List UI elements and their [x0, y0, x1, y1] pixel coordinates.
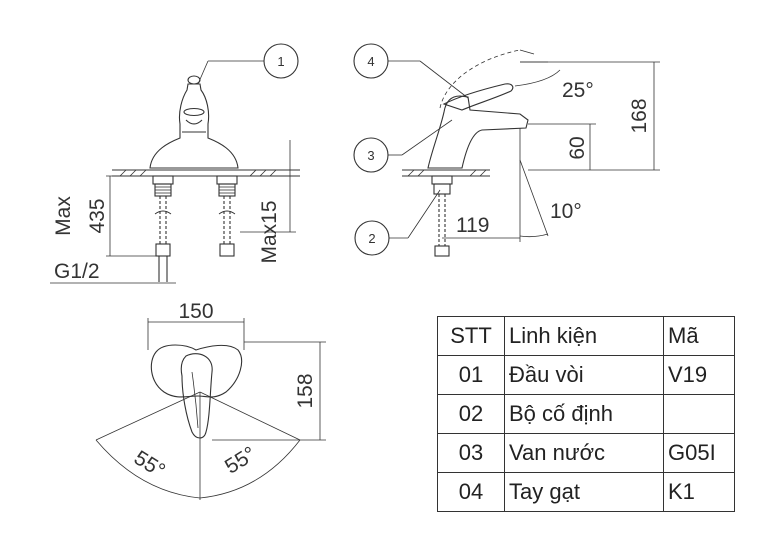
callout-1-label: 1 [277, 54, 284, 69]
parts-table-header: STT Linh kiện Mã [437, 316, 735, 356]
table-row: 04 Tay gạt K1 [437, 472, 735, 512]
row-code: K1 [663, 472, 735, 512]
faucet-body-side [427, 95, 529, 169]
row-stt: 02 [437, 394, 505, 434]
dim-158-label: 158 [294, 373, 317, 408]
dim-168-label: 168 [628, 98, 651, 133]
table-row: 03 Van nước G05I [437, 433, 735, 473]
header-component: Linh kiện [504, 316, 664, 356]
lever-handle [442, 83, 514, 111]
dim-150-label: 150 [178, 300, 213, 323]
header-stt: STT [437, 316, 505, 356]
row-code: V19 [663, 355, 735, 395]
row-component: Bộ cố định [504, 394, 664, 434]
row-component: Đầu vòi [504, 355, 664, 395]
row-code: G05I [663, 433, 735, 473]
table-row: 02 Bộ cố định [437, 394, 735, 434]
callout-2-label: 2 [368, 231, 375, 246]
dim-angle25-label: 25° [562, 79, 594, 102]
side-view [353, 43, 660, 257]
dim-60-label: 60 [566, 136, 589, 159]
dim-angle-left-label: 55° [130, 446, 169, 482]
dim-angle10-label: 10° [550, 200, 582, 223]
dim-thread-label: G1/2 [54, 260, 100, 283]
dim-max-label: Max [52, 196, 75, 236]
row-code [663, 394, 735, 434]
dim-angle-right-label: 55° [221, 442, 260, 478]
header-code: Mã [663, 316, 735, 356]
dim-max15-label: Max15 [258, 200, 281, 263]
faucet-body-front [149, 83, 239, 169]
dim-119-label: 119 [456, 214, 489, 237]
row-component: Van nước [504, 433, 664, 473]
row-component: Tay gạt [504, 472, 664, 512]
parts-table: STT Linh kiện Mã 01 Đầu vòi V19 02 Bộ cố… [437, 316, 735, 512]
front-view [50, 43, 300, 284]
dim-435-label: 435 [86, 198, 109, 233]
row-stt: 01 [437, 355, 505, 395]
callout-4-label: 4 [367, 54, 374, 69]
row-stt: 04 [437, 472, 505, 512]
table-row: 01 Đầu vòi V19 [437, 355, 735, 395]
top-view [95, 318, 326, 500]
callout-3-label: 3 [367, 148, 374, 163]
faucet-base-top [150, 344, 243, 398]
row-stt: 03 [437, 433, 505, 473]
